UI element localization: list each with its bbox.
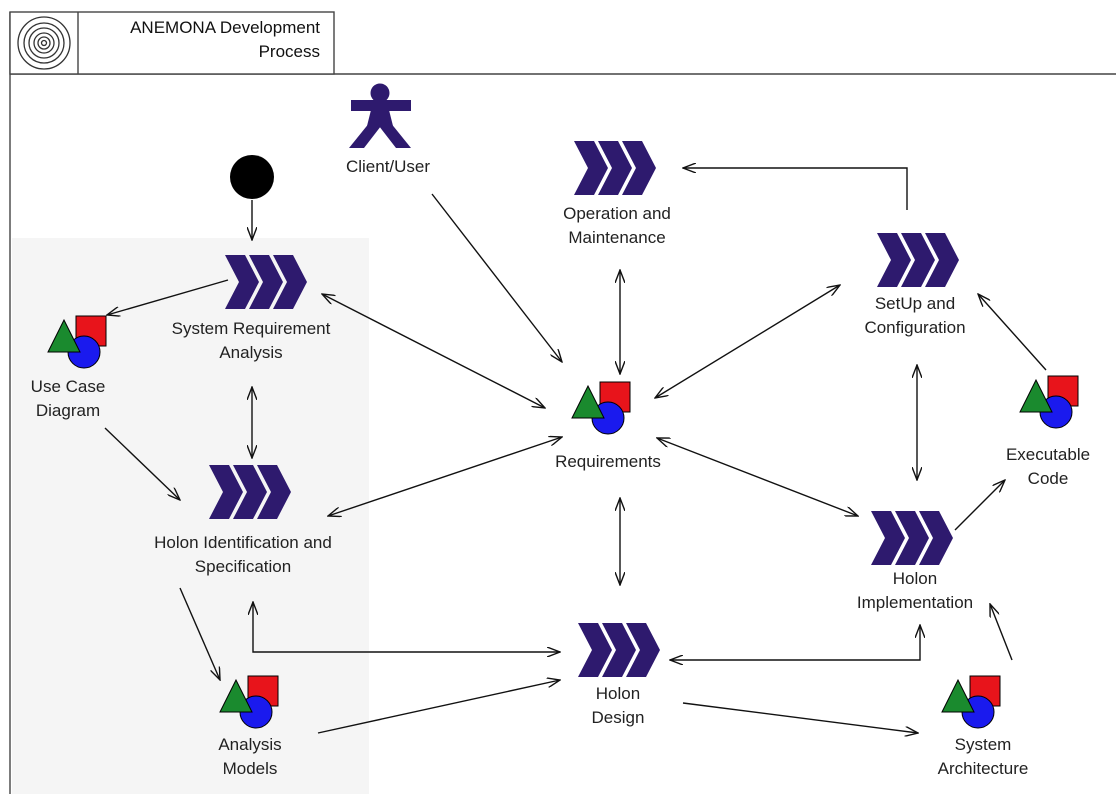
- edge-holon-implementation-to-executable-code: [954, 480, 1005, 531]
- analysis-models-artifact-icon: [219, 675, 279, 729]
- system-requirement-analysis-label-line2: Analysis: [219, 343, 282, 362]
- system-architecture-artifact-icon: [941, 675, 1001, 729]
- edge-holon-identification-to-requirements: [328, 437, 562, 516]
- edge-setup-configuration-to-operation-maintenance: [683, 168, 908, 210]
- holon-implementation-label-line1: Holon: [893, 569, 937, 588]
- holon-identification-label-line2: Specification: [195, 557, 291, 576]
- edge-use-case-diagram-to-holon-identification: [104, 427, 180, 500]
- edge-requirements-to-holon-implementation: [657, 438, 858, 516]
- holon-design-activity-icon: [578, 623, 660, 677]
- system-architecture-label-line2: Architecture: [938, 759, 1029, 778]
- system-requirement-analysis-label-line1: System Requirement: [172, 319, 331, 338]
- initial-node: [230, 155, 274, 199]
- use-case-diagram-artifact-icon: [47, 315, 107, 369]
- spiral-icon: [17, 16, 71, 70]
- edge-executable-code-to-setup-configuration: [978, 294, 1047, 371]
- holon-identification-label-line1: Holon Identification and: [154, 533, 332, 552]
- shaded-region: [12, 238, 369, 794]
- client-user-label: Client/User: [346, 157, 430, 176]
- use-case-diagram-label-line1: Use Case: [31, 377, 106, 396]
- holon-design-label-line1: Holon: [596, 684, 640, 703]
- client-user-actor-icon: [349, 83, 411, 148]
- requirements-label: Requirements: [555, 452, 661, 471]
- operation-maintenance-activity-icon: [574, 141, 656, 195]
- analysis-models-label-line1: Analysis: [218, 735, 281, 754]
- executable-code-label-line1: Executable: [1006, 445, 1090, 464]
- edge-requirements-to-setup-configuration: [655, 285, 840, 398]
- operation-maintenance-label-line1: Operation and: [563, 204, 671, 223]
- edge-holon-design-to-system-architecture: [682, 702, 918, 733]
- edge-system-requirement-analysis-to-use-case-diagram: [107, 279, 229, 315]
- edge-holon-identification-to-analysis-models: [179, 587, 220, 680]
- edge-system-architecture-to-holon-implementation: [990, 604, 1013, 661]
- edge-client-user-to-requirements: [431, 193, 562, 362]
- edge-holon-identification-to-holon-design: [253, 602, 560, 652]
- setup-configuration-label-line2: Configuration: [864, 318, 965, 337]
- edge-system-requirement-analysis-to-requirements: [322, 294, 545, 408]
- edges: [104, 168, 1047, 734]
- analysis-models-label-line2: Models: [223, 759, 278, 778]
- setup-configuration-label-line1: SetUp and: [875, 294, 955, 313]
- edge-holon-design-to-holon-implementation: [670, 625, 920, 660]
- executable-code-artifact-icon: [1019, 375, 1079, 429]
- setup-configuration-activity-icon: [877, 233, 959, 287]
- system-architecture-label-line1: System: [955, 735, 1012, 754]
- requirements-artifact-icon: [571, 381, 631, 435]
- holon-design-label-line2: Design: [592, 708, 645, 727]
- diagram-title-line1: ANEMONA Development: [130, 18, 320, 37]
- use-case-diagram-label-line2: Diagram: [36, 401, 100, 420]
- diagram-title-line2: Process: [259, 42, 320, 61]
- executable-code-label-line2: Code: [1028, 469, 1069, 488]
- holon-implementation-label-line2: Implementation: [857, 593, 973, 612]
- holon-implementation-activity-icon: [871, 511, 953, 565]
- operation-maintenance-label-line2: Maintenance: [568, 228, 665, 247]
- edge-analysis-models-to-holon-design: [317, 680, 560, 734]
